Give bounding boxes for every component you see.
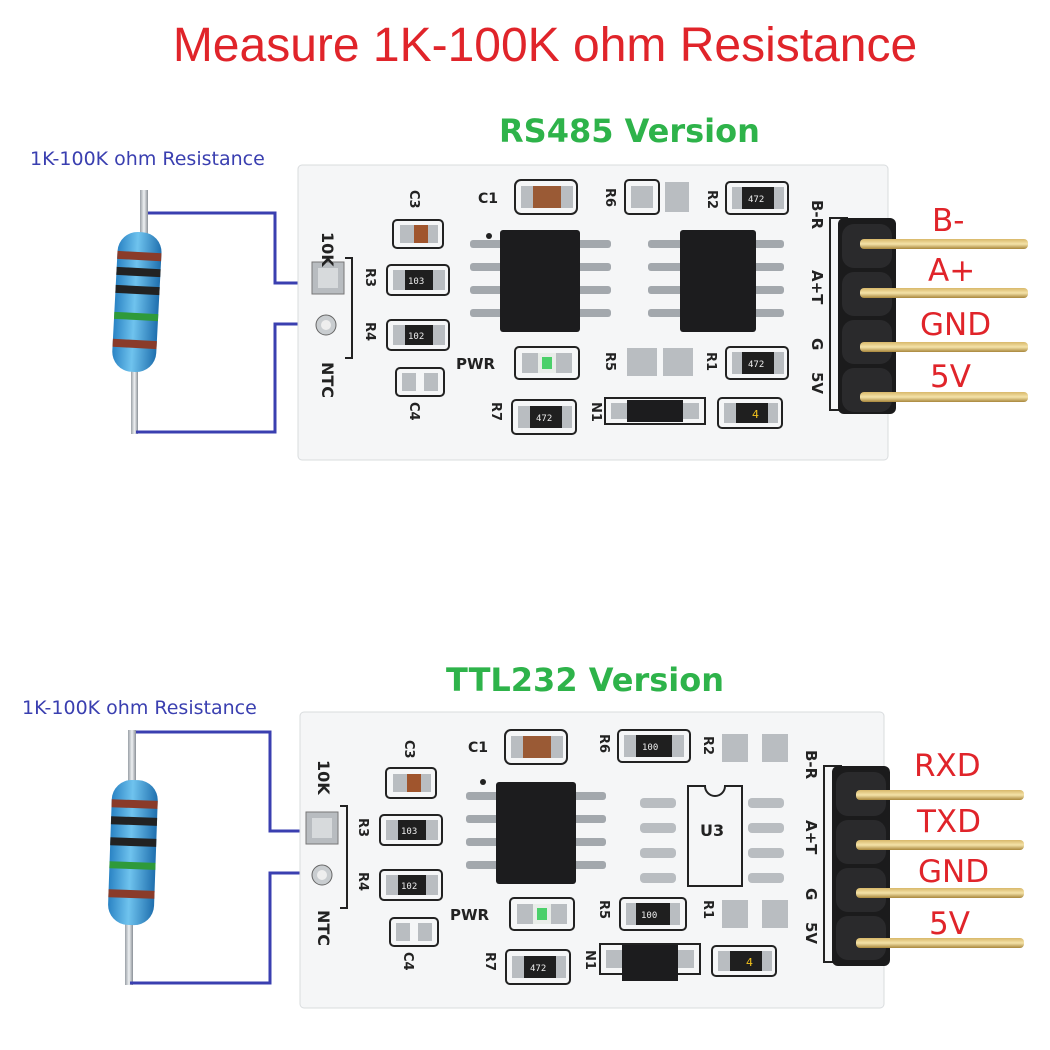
ttl232-silk-r4: R4: [355, 872, 370, 891]
rs485-silk-n1: N1: [588, 402, 603, 422]
ttl232-wire-bottom: [130, 871, 316, 985]
ttl232-silk-header-5v: 5V: [802, 922, 820, 944]
rs485-silk-header-g: G: [808, 338, 826, 350]
ttl232-code-r3: 103: [401, 827, 417, 837]
rs485-resistor: [112, 190, 162, 434]
ttl232-silk-c3: C3: [401, 740, 416, 759]
ttl232-silk-ntc: NTC: [314, 910, 333, 946]
ttl232-board: 10K NTC C3 103 R3 102 R4 C4 C1: [108, 711, 1024, 1009]
rs485-silk-r2: R2: [704, 190, 719, 209]
rs485-silk-header-at: A+T: [808, 270, 826, 305]
ttl232-silk-header-g: G: [802, 888, 820, 900]
rs485-code-r4: 102: [408, 332, 424, 342]
ttl232-silk-c4: C4: [400, 952, 415, 971]
rs485-pin-label-a: A+: [928, 253, 976, 289]
ttl232-resistor: [108, 730, 158, 985]
rs485-version-heading: RS485 Version: [499, 112, 760, 150]
ttl232-code-r7: 472: [530, 964, 546, 974]
ttl232-silk-r3: R3: [355, 818, 370, 837]
page-title: Measure 1K-100K ohm Resistance: [172, 19, 918, 72]
ttl232-pin-label-gnd: GND: [918, 854, 990, 890]
ttl232-pin-label-rxd: RXD: [914, 748, 981, 784]
ttl232-silk-header-at: A+T: [802, 820, 820, 855]
rs485-pin-label-gnd: GND: [920, 307, 992, 343]
ttl232-silk-r6: R6: [596, 734, 611, 753]
ttl232-wire-top: [136, 730, 318, 833]
rs485-pin-label-5v: 5V: [930, 359, 971, 395]
rs485-silk-r5: R5: [602, 352, 617, 371]
rs485-board: 10K NTC C3 103 R3 102 R4 C4 C1: [112, 164, 1028, 461]
ttl232-silk-r7: R7: [482, 952, 497, 971]
ttl232-code-r6: 100: [642, 743, 658, 753]
ttl232-silk-n1: N1: [582, 950, 597, 970]
ttl232-ic-1: [466, 779, 606, 884]
rs485-silk-r7: R7: [488, 402, 503, 421]
rs485-ic-2: [648, 230, 784, 332]
rs485-silk-ntc: NTC: [318, 362, 337, 398]
rs485-ic-1: [470, 230, 611, 332]
ttl232-code-cap: 4: [746, 956, 753, 969]
rs485-silk-header-5v: 5V: [808, 372, 826, 394]
rs485-silk-header-br: B-R: [808, 200, 826, 230]
ttl232-pin-header: [832, 766, 1024, 966]
ttl232-silk-r1: R1: [700, 900, 715, 919]
ttl232-u3-footprint: U3: [640, 785, 784, 887]
rs485-silk-r3: R3: [362, 268, 377, 287]
ttl232-silk-c1: C1: [468, 740, 488, 756]
rs485-code-r2: 472: [748, 195, 764, 205]
rs485-code-r3: 103: [408, 277, 424, 287]
rs485-code-r1: 472: [748, 360, 764, 370]
rs485-silk-c3: C3: [406, 190, 421, 209]
rs485-silk-c1: C1: [478, 191, 498, 207]
rs485-silk-10k: 10K: [318, 232, 337, 267]
ttl232-silk-header-br: B-R: [802, 750, 820, 780]
rs485-resistance-label: 1K-100K ohm Resistance: [30, 148, 265, 170]
ttl232-version-heading: TTL232 Version: [446, 661, 724, 699]
rs485-pin-label-b: B-: [932, 203, 965, 239]
ttl232-silk-r2: R2: [700, 736, 715, 755]
rs485-silk-r1: R1: [703, 352, 718, 371]
rs485-silk-c4: C4: [406, 402, 421, 421]
rs485-pin-header: [838, 218, 1028, 414]
rs485-code-r7: 472: [536, 414, 552, 424]
rs485-silk-pwr: PWR: [456, 355, 496, 373]
ttl232-silk-pwr: PWR: [450, 906, 490, 924]
rs485-silk-r4: R4: [362, 322, 377, 341]
ttl232-pin-label-5v: 5V: [929, 906, 970, 942]
rs485-silk-r6: R6: [602, 188, 617, 207]
ttl232-resistance-label: 1K-100K ohm Resistance: [22, 697, 257, 719]
rs485-wire-bottom: [136, 322, 322, 434]
ttl232-pin-label-txd: TXD: [917, 804, 982, 840]
rs485-code-cap: 4: [752, 408, 759, 421]
ttl232-silk-10k: 10K: [314, 760, 333, 795]
ttl232-code-r4: 102: [401, 882, 417, 892]
ttl232-code-r5: 100: [641, 911, 657, 921]
ttl232-silk-u3: U3: [700, 821, 724, 840]
ttl232-silk-r5: R5: [596, 900, 611, 919]
